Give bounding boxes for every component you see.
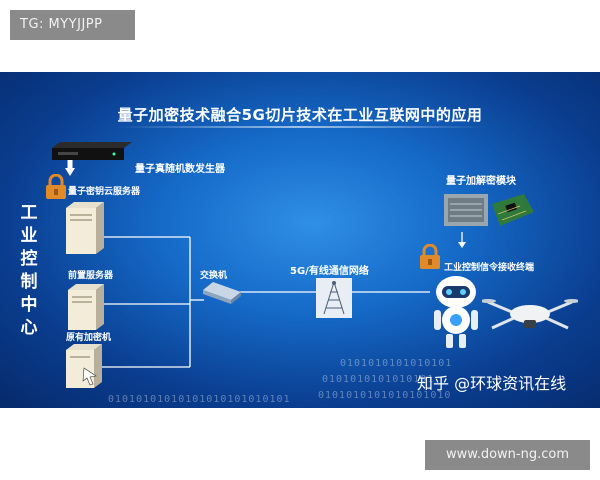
legacy-encryptor-label: 原有加密机 — [66, 333, 112, 343]
source-watermark: 知乎 @环球资讯在线 — [417, 374, 567, 393]
binary-decor: 0101010101010101010 — [318, 390, 452, 401]
qrng-device-icon — [52, 142, 132, 160]
drone-icon — [480, 294, 580, 334]
diagram-panel: 量子加密技术融合5G切片技术在工业互联网中的应用 工业控制中心 量子真随机数发生… — [0, 72, 600, 408]
network-switch-icon — [203, 282, 241, 304]
signal-tower-icon — [316, 278, 352, 318]
circuit-board-icon — [490, 194, 534, 226]
control-terminal-label: 工业控制信令接收终端 — [444, 263, 535, 273]
title-underline — [118, 126, 486, 128]
binary-decor: 0101010101010101 — [322, 374, 435, 385]
switch-label: 交换机 — [200, 271, 228, 281]
lock-icon — [45, 173, 67, 200]
robot-icon — [430, 276, 482, 348]
chip-module-icon — [444, 194, 488, 226]
diagram-title: 量子加密技术融合5G切片技术在工业互联网中的应用 — [117, 106, 483, 124]
qrng-label: 量子真随机数发生器 — [135, 164, 225, 175]
server-icon — [66, 202, 104, 254]
front-server-label: 前置服务器 — [68, 271, 114, 281]
industrial-control-center-label: 工业控制中心 — [20, 203, 38, 338]
server-icon — [66, 344, 102, 388]
watermark-tag-bottom: www.down-ng.com — [425, 440, 590, 470]
key-cloud-server-label: 量子密钥云服务器 — [68, 187, 141, 197]
server-icon — [68, 284, 104, 330]
network-label: 5G/有线通信网络 — [290, 266, 369, 277]
binary-decor: 0101010101010101 — [340, 358, 453, 369]
watermark-tag-top: TG: MYYJJPP — [10, 10, 135, 40]
quantum-module-label: 量子加解密模块 — [446, 176, 516, 187]
connection-lines — [65, 158, 466, 368]
binary-decor: 01010101010101010101010101 — [108, 394, 291, 405]
lock-icon — [419, 243, 441, 270]
